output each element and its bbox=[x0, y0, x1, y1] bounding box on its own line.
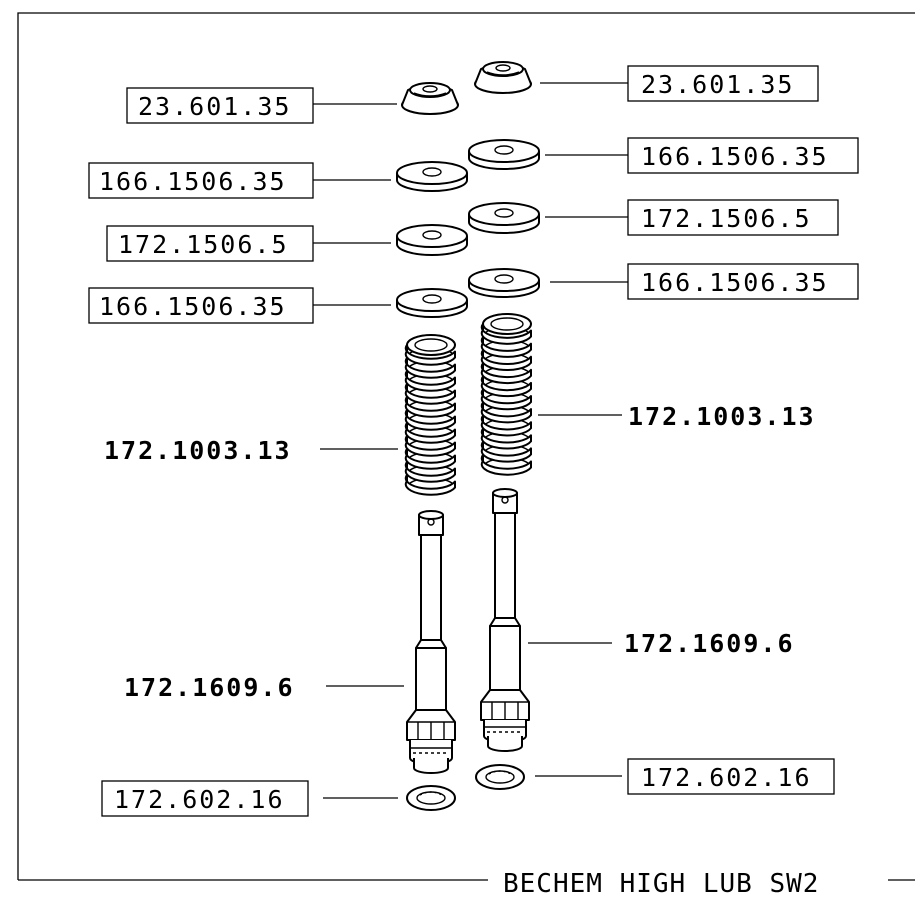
label-washer-top-left: 166.1506.35 bbox=[99, 167, 287, 196]
label-piston-right: 172.1609.6 bbox=[624, 629, 795, 658]
diagram-frame bbox=[17, 12, 915, 880]
spring-left bbox=[404, 334, 456, 496]
label-spring-right: 172.1003.13 bbox=[628, 402, 816, 431]
piston-left bbox=[406, 510, 456, 774]
label-spring-left: 172.1003.13 bbox=[104, 436, 292, 465]
label-shim-right: 172.1506.5 bbox=[641, 204, 812, 233]
washer-bottom-right bbox=[468, 268, 540, 298]
washer-top-right bbox=[468, 139, 540, 170]
label-seal-left: 172.602.16 bbox=[114, 785, 285, 814]
label-cap-left: 23.601.35 bbox=[138, 92, 291, 121]
label-cap-right: 23.601.35 bbox=[641, 70, 794, 99]
spring-right bbox=[480, 313, 532, 476]
washer-top-left bbox=[396, 161, 468, 192]
label-washer-bottom-right: 166.1506.35 bbox=[641, 268, 829, 297]
shim-left bbox=[396, 224, 468, 256]
label-shim-left: 172.1506.5 bbox=[118, 230, 289, 259]
leader-lines bbox=[313, 82, 628, 799]
seal-ring-left bbox=[406, 785, 456, 811]
footer-title: BECHEM HIGH LUB SW2 bbox=[503, 869, 819, 899]
label-washer-top-right: 166.1506.35 bbox=[641, 142, 829, 171]
label-washer-bottom-left: 166.1506.35 bbox=[99, 292, 287, 321]
piston-right bbox=[480, 488, 530, 752]
label-piston-left: 172.1609.6 bbox=[124, 673, 295, 702]
label-seal-right: 172.602.16 bbox=[641, 763, 812, 792]
shim-right bbox=[468, 202, 540, 234]
seal-ring-right bbox=[475, 764, 525, 790]
washer-bottom-left bbox=[396, 288, 468, 318]
cap-right bbox=[474, 61, 532, 94]
cap-left bbox=[401, 82, 459, 115]
